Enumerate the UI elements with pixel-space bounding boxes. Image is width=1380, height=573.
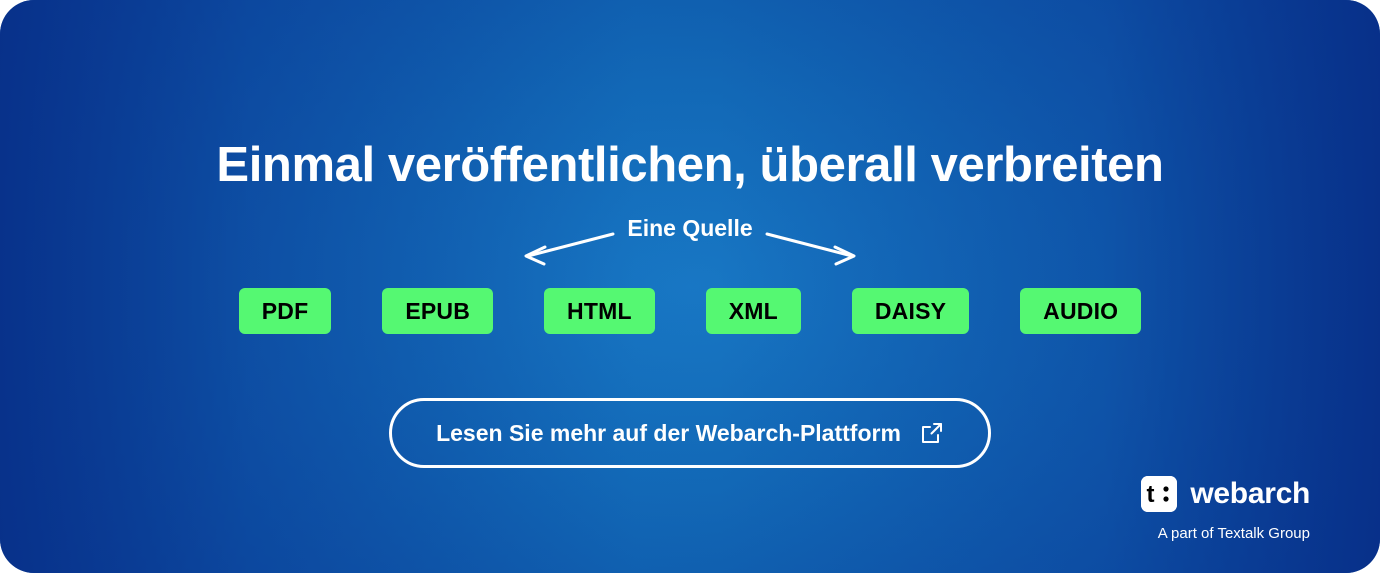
format-badge-html[interactable]: HTML	[544, 288, 655, 334]
arrow-left-down-icon	[524, 232, 615, 266]
format-badge-daisy[interactable]: DAISY	[851, 288, 970, 334]
read-more-button[interactable]: Lesen Sie mehr auf der Webarch-Plattform	[389, 398, 991, 468]
format-badge-xml[interactable]: XML	[705, 288, 801, 334]
format-badge-list: PDF EPUB HTML XML DAISY AUDIO	[0, 288, 1380, 334]
read-more-label: Lesen Sie mehr auf der Webarch-Plattform	[436, 419, 901, 446]
brand-tagline: A part of Textalk Group	[1157, 525, 1310, 542]
textalk-t-dots-icon: t	[1141, 476, 1178, 512]
cta-container: Lesen Sie mehr auf der Webarch-Plattform	[0, 398, 1380, 468]
svg-text:t: t	[1147, 481, 1155, 508]
format-badge-audio[interactable]: AUDIO	[1020, 288, 1142, 334]
source-arrows	[524, 232, 856, 266]
format-badge-epub[interactable]: EPUB	[382, 288, 494, 334]
brand-name: webarch	[1190, 477, 1310, 510]
format-badge-pdf[interactable]: PDF	[238, 288, 332, 334]
page-title: Einmal veröffentlichen, überall verbreit…	[216, 137, 1164, 192]
brand-lockup-container: t webarch A part of Textalk Group	[1141, 476, 1310, 541]
single-source-label: Eine Quelle	[627, 215, 753, 241]
single-source-diagram: Eine Quelle	[0, 212, 1380, 272]
external-link-icon	[920, 421, 944, 445]
arrow-right-down-icon	[765, 232, 856, 266]
